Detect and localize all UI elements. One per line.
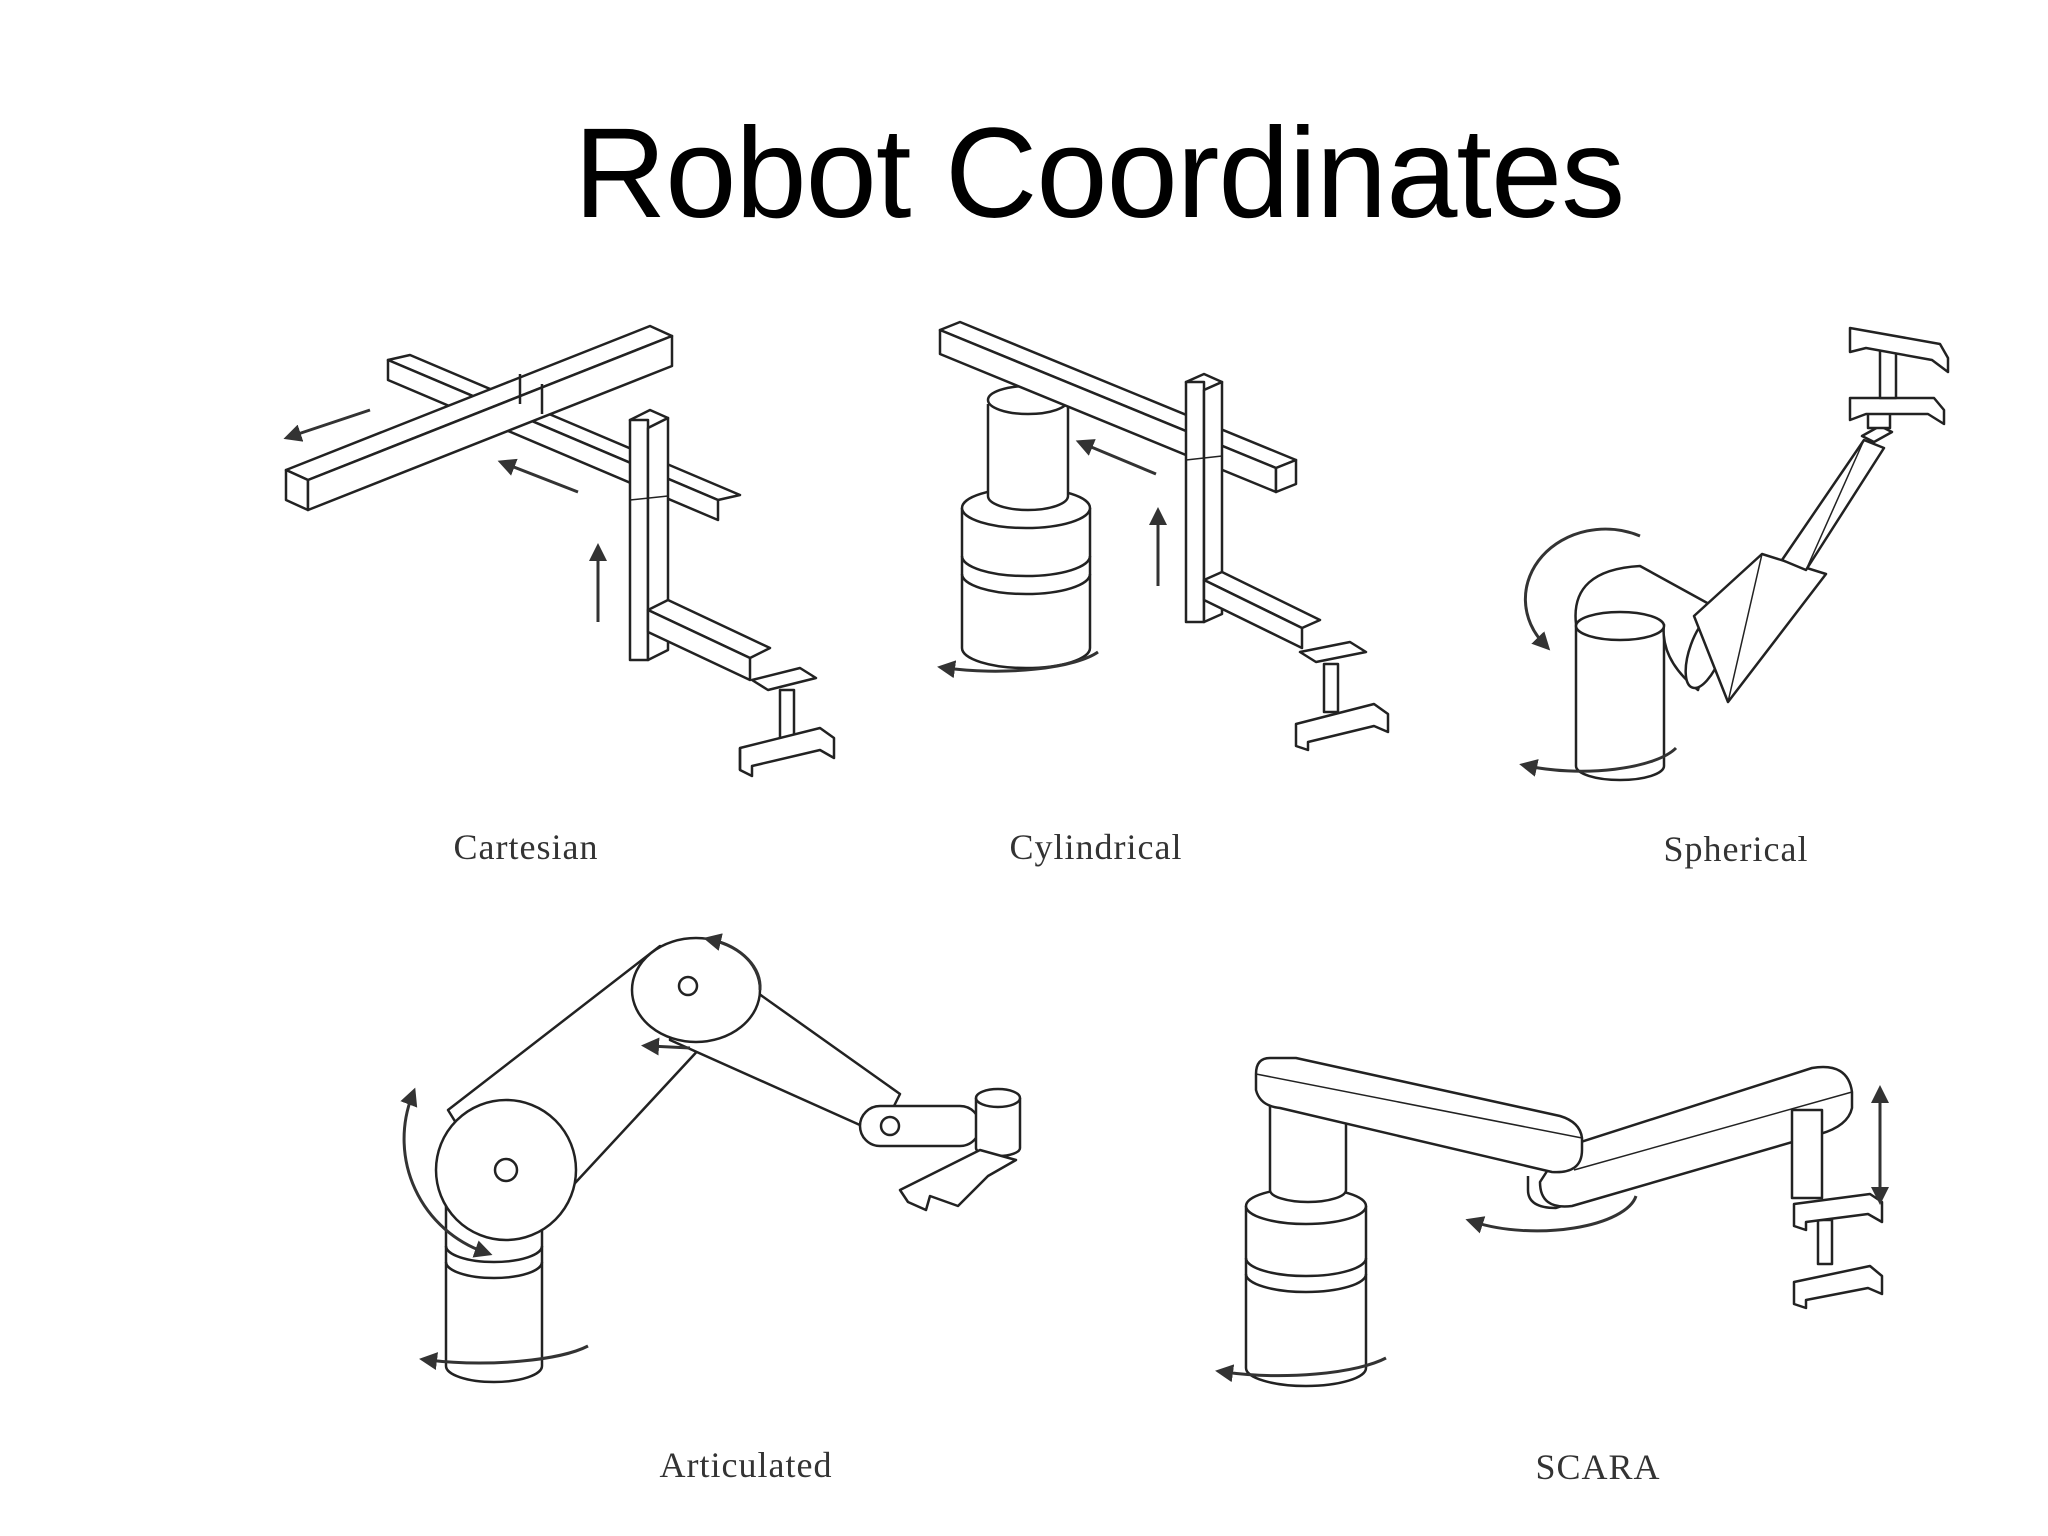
articulated-caption: Articulated	[659, 1445, 833, 1485]
scara-caption: SCARA	[1535, 1447, 1661, 1487]
cylindrical-caption: Cylindrical	[1009, 827, 1183, 867]
cylindrical-robot	[937, 320, 1390, 752]
scara-robot	[1215, 1056, 1889, 1388]
page-title: Robot Coordinates	[573, 102, 1625, 245]
cartesian-robot	[283, 324, 836, 778]
articulated-robot	[400, 933, 1022, 1384]
cartesian-caption: Cartesian	[453, 827, 599, 867]
spherical-caption: Spherical	[1663, 829, 1809, 869]
spherical-robot	[1519, 326, 1950, 782]
